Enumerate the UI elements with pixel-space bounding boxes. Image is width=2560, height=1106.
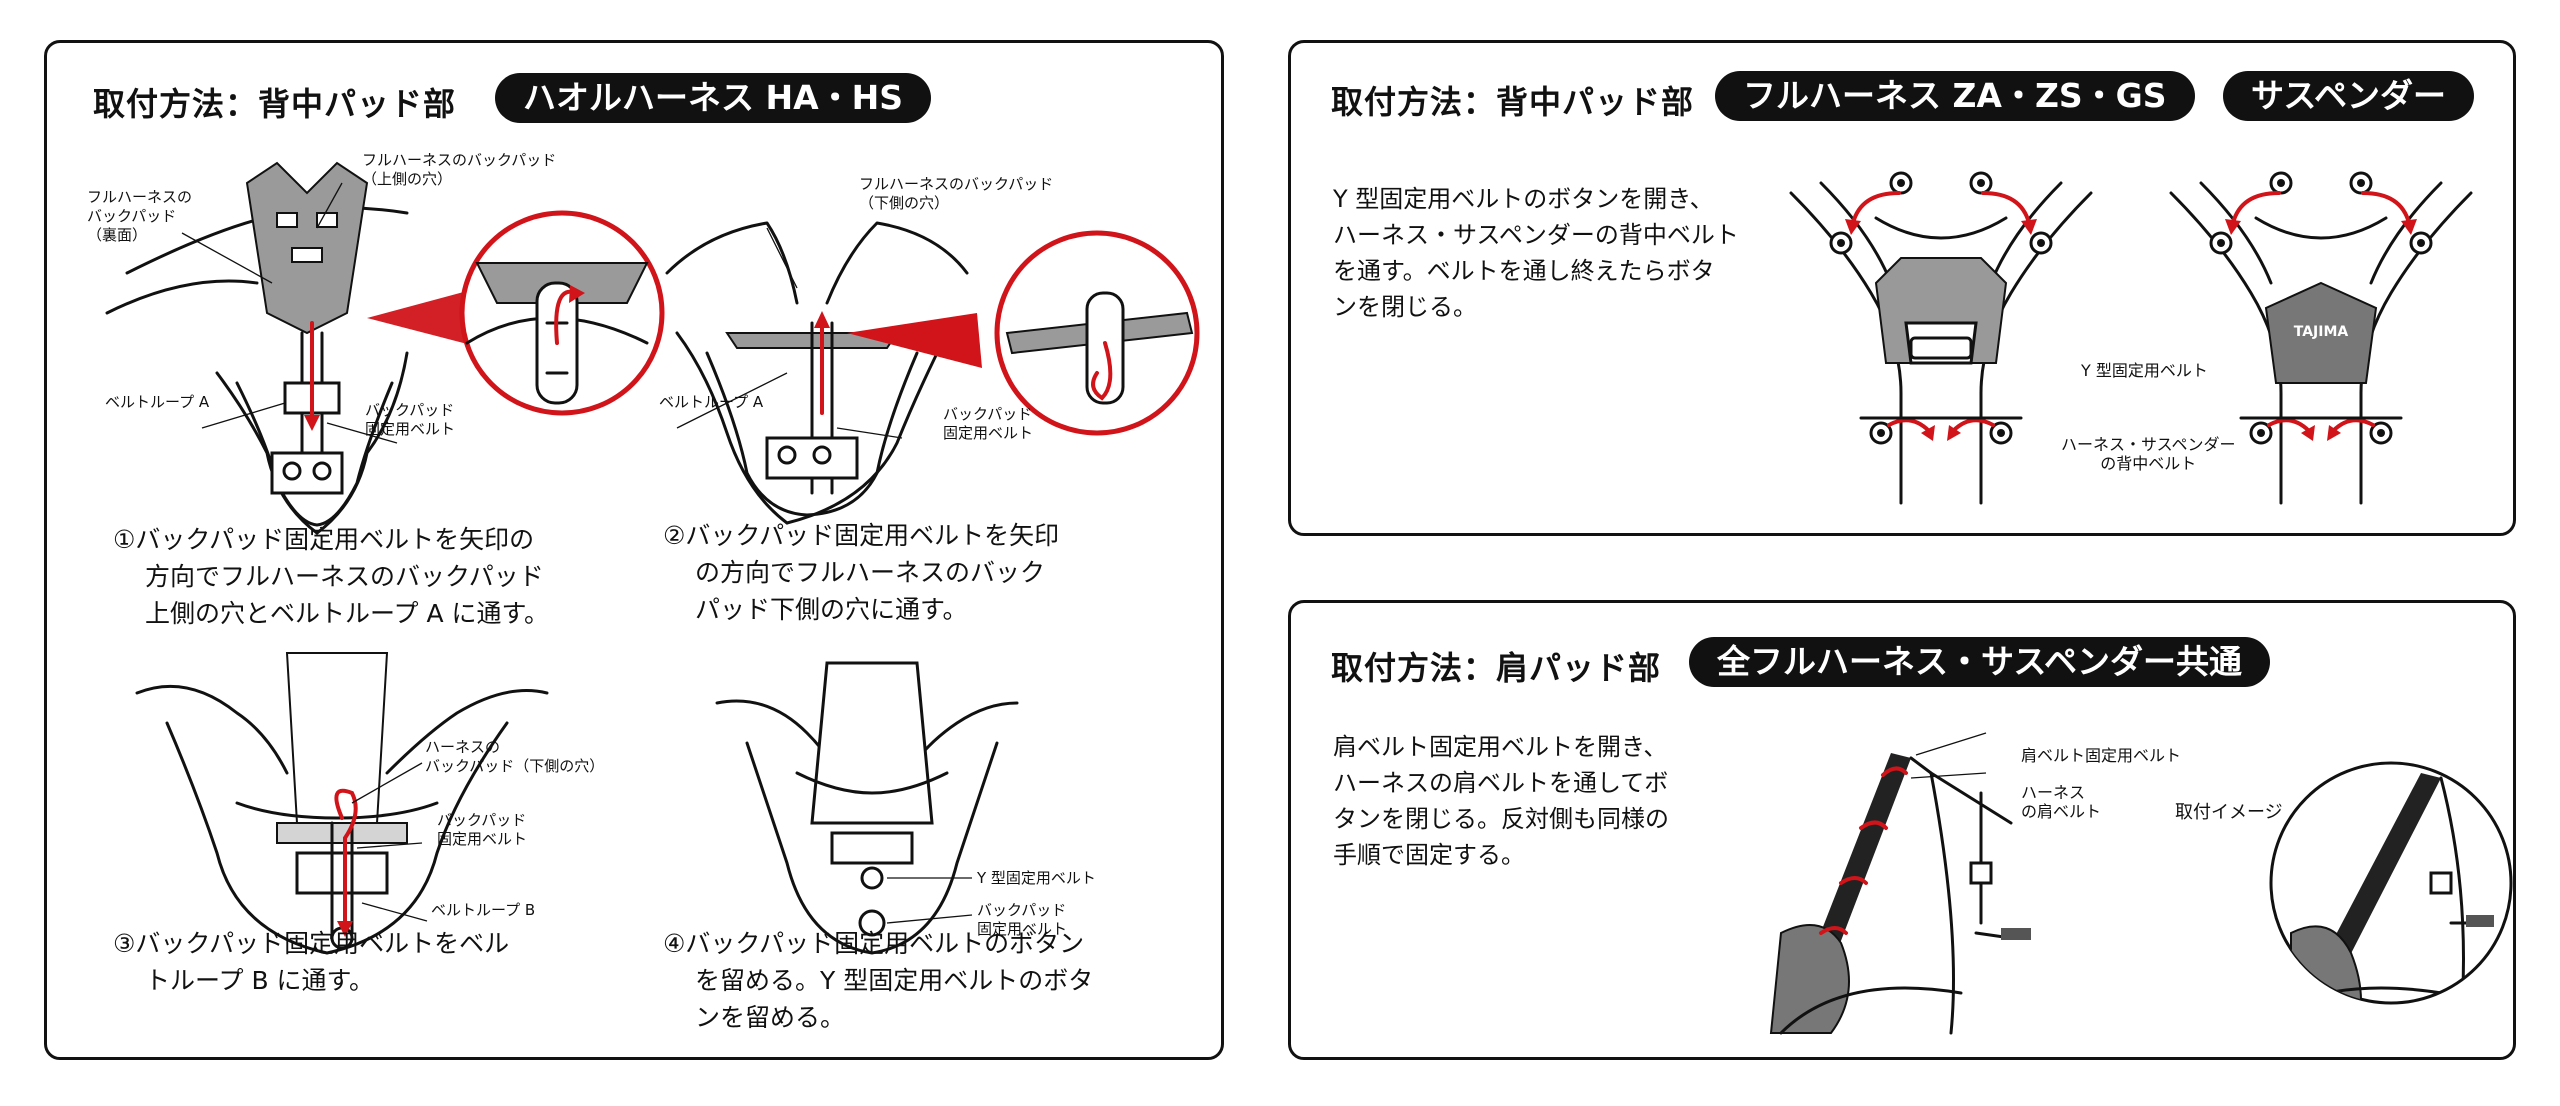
callout-backpad-bottom-hole: フルハーネスのバックパッド （下側の穴） — [859, 175, 1054, 212]
harness-backpad-illustration — [1789, 171, 2093, 505]
callout-installation-image: 取付イメージ — [2175, 802, 2283, 823]
step-1-text: ①バックパッド固定用ベルトを矢印の 方向でフルハーネスのバックパッド 上側の穴と… — [113, 525, 549, 628]
panel-title: 取付方法：肩パッド部 — [1331, 649, 1662, 687]
model-badge-suspender: サスペンダー — [2223, 71, 2475, 121]
shoulder-belt-illustration — [1769, 732, 2031, 1035]
model-badge: ハオルハーネス HA・HS — [495, 73, 932, 123]
callout-y-belt-right: Y 型固定用ベルト — [2081, 361, 2208, 380]
callout-beltloop-a: ベルトループ A — [105, 393, 210, 411]
callout-beltloop-b: ベルトループ B — [431, 901, 536, 919]
callout-fix-belt: バックパッド 固定用ベルト — [365, 401, 456, 438]
back-pad-panel: 取付方法：背中パッド部 フルハーネス ZA・ZS・GS サスペンダー Y 型固定… — [1288, 40, 2516, 536]
callout-fix-belt-2: バックパッド 固定用ベルト — [943, 405, 1034, 442]
callout-fix-belt-3: バックパッド 固定用ベルト — [437, 811, 528, 848]
callout-shoulder-belt: ハーネス の肩ベルト — [2021, 783, 2102, 821]
callout-back-belt: ハーネス・サスペンダー の背中ベルト — [2061, 435, 2236, 473]
callout-backpad-back: フルハーネスの バックパッド （裏面） — [87, 188, 193, 244]
step-4-text: ④バックパッド固定用ベルトのボタン を留める。Y 型固定用ベルトのボタ ンを留め… — [663, 929, 1094, 1032]
callout-beltloop-a-2: ベルトループ A — [659, 393, 764, 411]
figure-step4-illustration — [715, 661, 1019, 955]
callout-fix-belt-4: バックパッド 固定用ベルト — [977, 901, 1068, 938]
callout-shoulder-fix-belt: 肩ベルト固定用ベルト — [2021, 746, 2182, 765]
callout-backpad-top-hole: フルハーネスのバックパッド （上側の穴） — [362, 151, 557, 188]
step-3-text: ③バックパッド固定用ベルトをベル トループ B に通す。 — [113, 929, 510, 995]
installation-image-illustration — [2269, 761, 2513, 1005]
figure-step3-illustration — [135, 652, 549, 955]
callout-harness-backpad: ハーネスの バックパッド（下側の穴） — [425, 738, 605, 775]
back-pad-description: Y 型固定用ベルトのボタンを開き、 ハーネス・サスペンダーの背中ベルト を通す。… — [1333, 185, 1739, 321]
panel-title: 取付方法：背中パッド部 — [1331, 83, 1695, 121]
shoulder-pad-description: 肩ベルト固定用ベルトを開き、 ハーネスの肩ベルトを通してボ タンを閉じる。反対側… — [1333, 733, 1669, 869]
shoulder-pad-panel: 取付方法：肩パッド部 全フルハーネス・サスペンダー共通 肩ベルト固定用ベルトを開… — [1288, 600, 2516, 1060]
left-instruction-panel: 取付方法：背中パッド部 ハオルハーネス HA・HS フルハーネスの バック — [44, 40, 1224, 1060]
figure-step2-illustration — [665, 221, 1200, 525]
step-2-text: ②バックパッド固定用ベルトを矢印 の方向でフルハーネスのバック パッド下側の穴に… — [663, 521, 1060, 624]
callout-y-belt: Y 型固定用ベルト — [977, 869, 1096, 887]
tajima-logo: TAJIMA — [2294, 324, 2349, 340]
model-badge-za-zs-gs: フルハーネス ZA・ZS・GS — [1715, 71, 2195, 121]
panel-title: 取付方法：背中パッド部 — [93, 85, 457, 123]
suspender-backpad-illustration: TAJIMA — [2169, 171, 2473, 505]
common-badge: 全フルハーネス・サスペンダー共通 — [1689, 637, 2271, 687]
figure-step1-illustration — [105, 161, 665, 535]
